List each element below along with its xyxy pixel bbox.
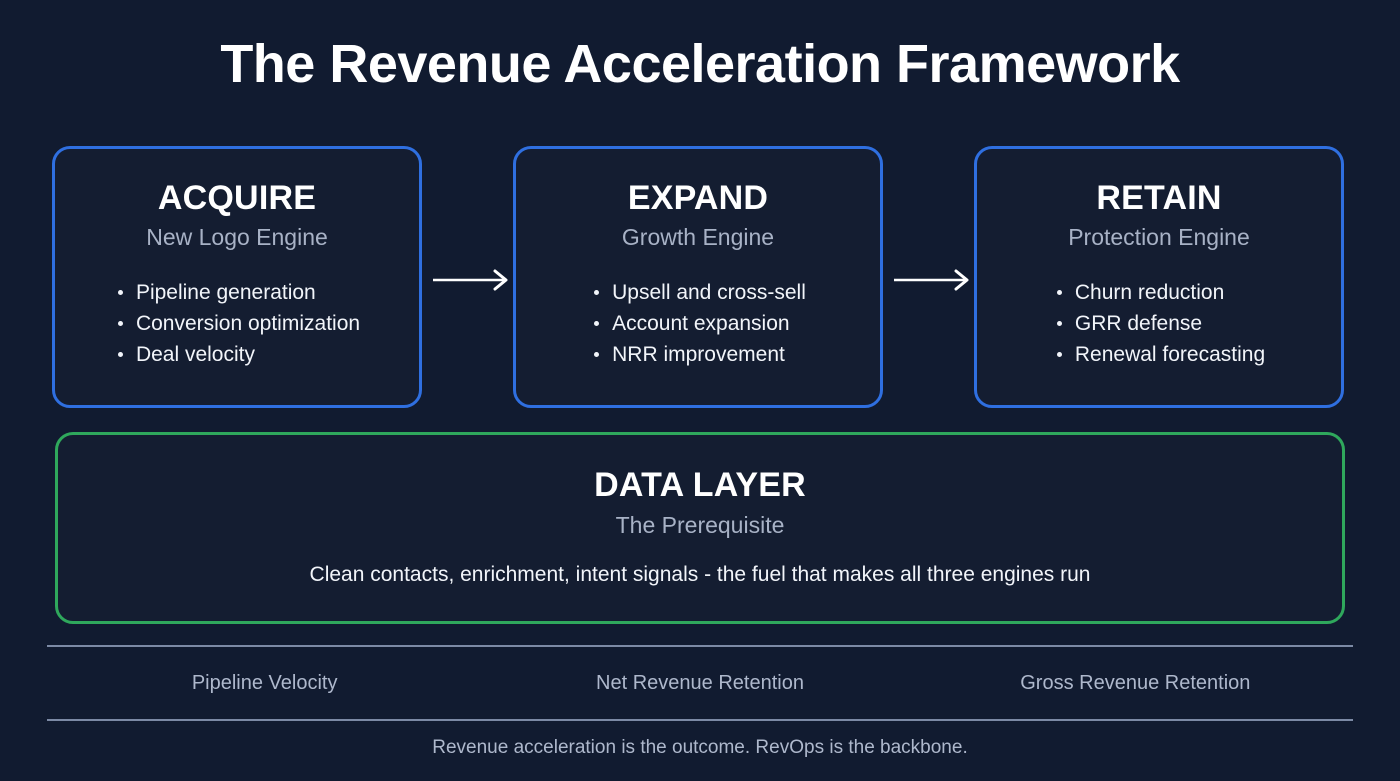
- list-item: Renewal forecasting: [1053, 339, 1265, 370]
- data-layer-description: Clean contacts, enrichment, intent signa…: [309, 562, 1091, 586]
- stage-title: RETAIN: [1096, 179, 1222, 217]
- stage-title: ACQUIRE: [157, 179, 317, 217]
- arrow-right-icon: [894, 268, 974, 292]
- list-item: Pipeline generation: [114, 277, 360, 308]
- stage-subtitle: Growth Engine: [621, 224, 775, 251]
- list-item: Conversion optimization: [114, 308, 360, 339]
- metrics-strip: Pipeline Velocity Net Revenue Retention …: [47, 645, 1353, 721]
- metric-label: Gross Revenue Retention: [1020, 672, 1251, 694]
- stage-subtitle: New Logo Engine: [146, 224, 328, 251]
- stage-bullet-list: Churn reduction GRR defense Renewal fore…: [1053, 277, 1265, 370]
- stage-subtitle: Protection Engine: [1068, 224, 1250, 251]
- footer-tagline: Revenue acceleration is the outcome. Rev…: [432, 737, 968, 758]
- stage-card-retain[interactable]: RETAIN Protection Engine Churn reduction…: [974, 146, 1344, 408]
- stage-cards-row: ACQUIRE New Logo Engine Pipeline generat…: [52, 146, 1344, 408]
- arrow-right-icon: [433, 268, 513, 292]
- list-item: GRR defense: [1053, 308, 1265, 339]
- data-layer-title: DATA LAYER: [594, 466, 806, 504]
- list-item: Account expansion: [590, 308, 806, 339]
- list-item: Deal velocity: [114, 339, 360, 370]
- page-title: The Revenue Acceleration Framework: [220, 34, 1180, 94]
- stage-card-expand[interactable]: EXPAND Growth Engine Upsell and cross-se…: [513, 146, 883, 408]
- stage-bullet-list: Upsell and cross-sell Account expansion …: [590, 277, 806, 370]
- list-item: Upsell and cross-sell: [590, 277, 806, 308]
- stage-card-acquire[interactable]: ACQUIRE New Logo Engine Pipeline generat…: [52, 146, 422, 408]
- data-layer-subtitle: The Prerequisite: [615, 512, 785, 539]
- list-item: Churn reduction: [1053, 277, 1265, 308]
- stage-title: EXPAND: [627, 179, 769, 217]
- metric-label: Pipeline Velocity: [191, 672, 338, 694]
- metric-label: Net Revenue Retention: [596, 672, 804, 694]
- data-layer-card[interactable]: DATA LAYER The Prerequisite Clean contac…: [55, 432, 1345, 624]
- stage-bullet-list: Pipeline generation Conversion optimizat…: [114, 277, 360, 370]
- list-item: NRR improvement: [590, 339, 806, 370]
